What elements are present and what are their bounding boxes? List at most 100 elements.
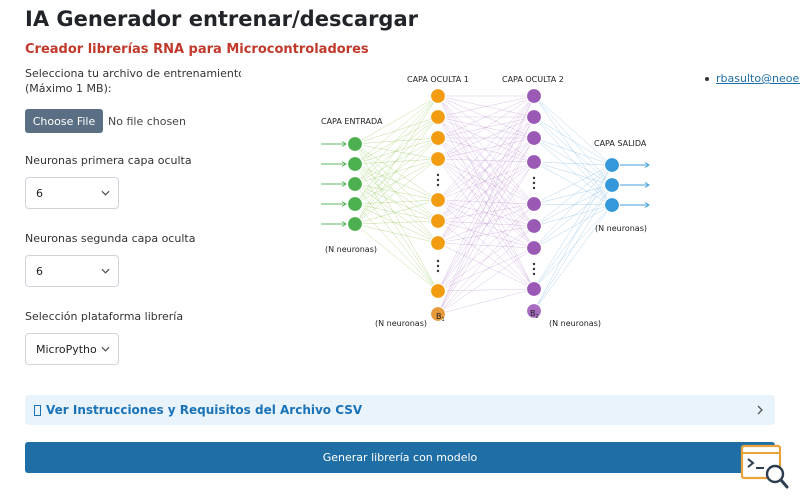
connection-in-h1	[354, 163, 439, 244]
connection-h1-h2	[437, 199, 535, 227]
ellipsis-dot	[532, 267, 536, 271]
connection-in-h1	[354, 137, 439, 205]
hidden2-neuron	[525, 108, 543, 126]
hidden1-neuron	[429, 108, 447, 126]
connection-h1-h2	[437, 137, 535, 227]
hidden1-neuron	[429, 282, 447, 300]
connection-h1-h2	[437, 247, 535, 292]
file-input[interactable]: Choose File No file chosen	[25, 109, 241, 133]
connection-in-h1	[354, 163, 439, 222]
hidden1-neuron	[429, 87, 447, 105]
connection-h1-h2	[437, 158, 535, 227]
connection-h1-h2	[437, 199, 535, 205]
connection-h2-out	[533, 204, 613, 249]
terminal-search-icon[interactable]	[740, 444, 790, 490]
neurons	[346, 87, 621, 323]
connection-in-h1	[354, 143, 439, 160]
layer1-select[interactable]: 6	[25, 177, 119, 209]
chevron-down-icon	[101, 346, 110, 352]
hidden2-layer-sub: (N neuronas)	[549, 319, 601, 328]
platform-label: Selección plataforma librería	[25, 310, 184, 323]
connection-h2-out	[533, 95, 613, 206]
connection-h1-h2	[437, 116, 535, 290]
hidden1-neuron	[429, 191, 447, 209]
connection-h1-h2	[437, 225, 535, 244]
connection-in-h1	[354, 183, 439, 244]
connection-h2-out	[533, 164, 613, 227]
connection-h1-h2	[437, 95, 535, 222]
connection-h1-h2	[437, 137, 535, 163]
connection-in-h1	[354, 95, 439, 145]
output-layer-sub: (N neuronas)	[595, 224, 647, 233]
connection-h1-h2	[437, 137, 535, 205]
input-layer-title: CAPA ENTRADA	[321, 117, 383, 126]
connection-h1-h2	[437, 95, 535, 292]
connection-in-h1	[354, 163, 439, 201]
hidden2-neuron	[525, 280, 543, 298]
connection-h1-h2	[437, 116, 535, 222]
connection-in-h1	[354, 116, 439, 185]
connection-h1-h2	[437, 158, 535, 205]
ellipsis-dot	[532, 262, 536, 266]
connection-in-h1	[354, 137, 439, 165]
connection-h2-out	[533, 204, 613, 290]
accordion-title: Ver Instrucciones y Requisitos del Archi…	[34, 403, 362, 417]
connection-h1-h2	[437, 95, 535, 118]
ellipsis-dot	[436, 173, 440, 177]
connection-h1-h2	[437, 203, 535, 292]
connection-h2-out	[533, 184, 613, 312]
connection-in-h1	[354, 183, 439, 222]
hidden2-neuron	[525, 87, 543, 105]
connection-in-h1	[354, 137, 439, 225]
input-neuron	[346, 175, 364, 193]
ellipsis-dot	[532, 186, 536, 190]
connection-h2-out	[533, 164, 613, 205]
ellipsis-dot	[532, 181, 536, 185]
output-neuron	[603, 176, 621, 194]
connection-h2-out	[533, 116, 613, 166]
contact-email-link[interactable]: rbasulto@neoedu	[716, 72, 800, 85]
connection-h1-h2	[437, 116, 535, 160]
connection-in-h1	[354, 220, 439, 225]
bias2-label: B2	[530, 309, 539, 320]
page-title: IA Generador entrenar/descargar	[25, 7, 418, 31]
connection-h1-h2	[437, 288, 535, 315]
connection-in-h1	[354, 143, 439, 222]
connection-h1-h2	[437, 242, 535, 249]
generate-library-button[interactable]: Generar librería con modelo	[25, 442, 775, 473]
connection-in-h1	[354, 199, 439, 225]
arrow-head-icon	[341, 161, 347, 167]
connection-in-h1	[354, 116, 439, 205]
connection-h1-h2	[437, 203, 535, 315]
page-subtitle: Creador librerías RNA para Microcontrola…	[25, 42, 369, 57]
connection-in-h1	[354, 143, 439, 292]
choose-file-button[interactable]: Choose File	[25, 109, 103, 133]
connection-h2-out	[533, 95, 613, 186]
bias1-label: B1	[436, 312, 445, 323]
layer2-select[interactable]: 6	[25, 255, 119, 287]
connection-h1-h2	[437, 95, 535, 315]
connection-h2-out	[533, 116, 613, 206]
hidden1-neuron	[429, 150, 447, 168]
csv-instructions-accordion[interactable]: Ver Instrucciones y Requisitos del Archi…	[25, 395, 775, 425]
layer1-label: Neuronas primera capa oculta	[25, 154, 192, 167]
platform-select[interactable]: MicroPython	[25, 333, 119, 365]
connection-in-h1	[354, 203, 439, 244]
connection-h1-h2	[437, 116, 535, 292]
connection-h1-h2	[437, 247, 535, 315]
connection-h2-out	[533, 184, 613, 227]
file-label-line2: (Máximo 1 MB):	[25, 82, 112, 95]
connection-h1-h2	[437, 137, 535, 222]
connection-h1-h2	[437, 95, 535, 160]
bias-labels: B1 B2	[436, 309, 539, 323]
hidden1-layer-sub: (N neuronas)	[375, 319, 427, 328]
connection-h2-out	[533, 164, 613, 249]
ellipsis-dot	[532, 176, 536, 180]
connection-h2-out	[533, 184, 613, 249]
connection-in-h1	[354, 158, 439, 185]
input-neuron	[346, 215, 364, 233]
bias1-neuron	[429, 305, 447, 323]
connection-h2-out	[533, 137, 613, 186]
connection-h1-h2	[437, 137, 535, 244]
arrow-head-icon	[341, 201, 347, 207]
